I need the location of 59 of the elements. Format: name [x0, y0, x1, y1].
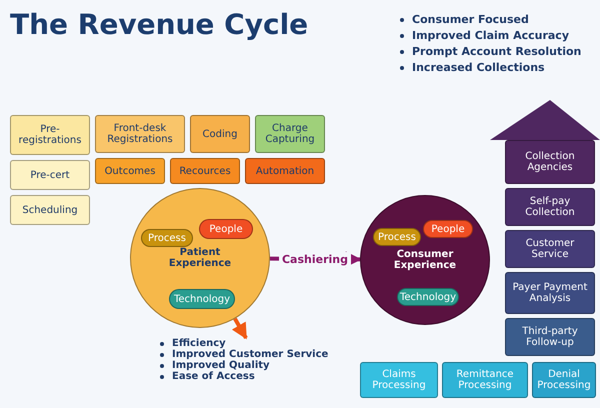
segment-label: Pre-cert	[30, 170, 70, 180]
band-segment	[505, 188, 595, 226]
segment-label: Automation	[256, 166, 314, 176]
band-segment	[505, 272, 595, 314]
circle-label: Consumer Experience	[392, 249, 458, 271]
segment-label: Front-desk Registrations	[106, 123, 174, 145]
band-segment	[505, 140, 595, 184]
cycle-label: People	[209, 224, 243, 234]
segment-label: Scheduling	[22, 204, 78, 216]
bullet-item: Prompt Account Resolution	[412, 44, 582, 60]
band-segment	[10, 160, 90, 190]
cycle-label: Process	[148, 232, 186, 244]
band-segment	[95, 115, 185, 153]
arrow	[232, 318, 248, 340]
segment-label: Payer Payment Analysis	[512, 282, 588, 304]
segment-label: Third-party Follow-up	[521, 326, 579, 348]
band-segment	[532, 362, 596, 398]
segment-label: Denial Processing	[536, 369, 592, 391]
title: The Revenue Cycle	[10, 8, 308, 41]
edge-label: Cashiering	[278, 252, 351, 267]
band-segment	[10, 115, 90, 155]
bullet-item: Efficiency	[172, 338, 226, 349]
band-segment	[190, 115, 250, 153]
segment-label: Pre-registrations	[18, 124, 82, 146]
cycle-stage	[141, 229, 193, 247]
cycle-stage	[169, 289, 235, 309]
bullet-item: Improved Customer Service	[172, 349, 328, 360]
segment-label: Self-pay Collection	[524, 196, 576, 218]
band-segment	[442, 362, 528, 398]
band-segment	[95, 158, 165, 184]
band-segment	[245, 158, 325, 184]
band-segment	[505, 318, 595, 356]
cycle-stage	[397, 288, 459, 306]
cycle-label: Technology	[400, 292, 456, 302]
bullet-item: Consumer Focused	[412, 12, 529, 28]
band-segment	[360, 362, 438, 398]
band-segment	[170, 158, 240, 184]
cycle-stage	[423, 220, 473, 238]
segment-label: Claims Processing	[371, 369, 427, 391]
segment-label: Outcomes	[104, 166, 156, 176]
band-segment	[10, 195, 90, 225]
cycle-label: Process	[378, 232, 416, 242]
band-segment	[505, 230, 595, 268]
cycle-label: People	[431, 224, 465, 234]
cycle-stage	[199, 219, 253, 239]
bullet-item: Improved Quality	[172, 360, 270, 371]
segment-label: Collection Agencies	[524, 151, 576, 173]
bullet-item: Increased Collections	[412, 60, 545, 76]
segment-label: Charge Capturing	[264, 123, 316, 145]
band-segment	[255, 115, 325, 153]
segment-label: Customer Service	[524, 238, 576, 260]
segment-label: Remittance Processing	[455, 369, 515, 391]
bullet-item: Ease of Access	[172, 371, 255, 382]
circle-label: Patient Experience	[168, 247, 232, 269]
cycle-label: Technology	[174, 294, 230, 304]
segment-label: Coding	[202, 128, 238, 140]
segment-label: Recources	[179, 166, 231, 176]
cycle-stage	[373, 228, 421, 246]
bullet-item: Improved Claim Accuracy	[412, 28, 569, 44]
